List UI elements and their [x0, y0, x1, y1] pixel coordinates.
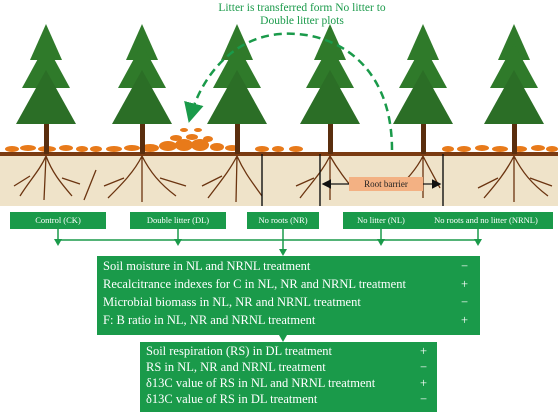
- effect-text: Soil moisture in NL and NRNL treatment: [103, 259, 311, 273]
- effect-sign: −: [461, 295, 469, 309]
- effects-box-respiration: Soil respiration (RS) in DL treatment + …: [140, 342, 437, 412]
- tree: [112, 24, 172, 154]
- note-line-1: Litter is transferred form No litter to: [218, 2, 386, 14]
- effect-text: δ13C value of RS in DL treatment: [146, 392, 318, 406]
- effect-text: Microbial biomass in NL, NR and NRNL tre…: [103, 295, 361, 309]
- litter-transfer-note: Litter is transferred form No litter to …: [192, 2, 412, 28]
- note-line-2: Double litter plots: [260, 15, 344, 27]
- effect-sign: −: [420, 392, 428, 406]
- effect-sign: +: [461, 313, 469, 327]
- effect-text: RS in NL, NR and NRNL treatment: [146, 360, 326, 374]
- tree: [16, 24, 76, 154]
- tree: [300, 24, 360, 154]
- treatment-label-nrnl: No roots and no litter (NRNL): [419, 212, 553, 229]
- effect-text: δ13C value of RS in NL and NRNL treatmen…: [146, 376, 376, 390]
- effect-sign: +: [420, 376, 428, 390]
- connector-arrowheads: [54, 239, 482, 342]
- litter-layer: [5, 128, 558, 152]
- effect-text: Recalcitrance indexes for C in NL, NR an…: [103, 277, 406, 291]
- effects-box-soil: Soil moisture in NL and NRNL treatment −…: [97, 256, 480, 335]
- effect-sign: −: [461, 259, 469, 273]
- litter-transfer-arrow: [184, 32, 394, 151]
- soil-surface: [0, 152, 558, 156]
- treatment-label-nr: No roots (NR): [247, 212, 319, 229]
- effect-text: F: B ratio in NL, NR and NRNL treatment: [103, 313, 316, 327]
- treatment-label-ck: Control (CK): [10, 212, 106, 229]
- tree: [207, 24, 267, 154]
- root-barrier-label: Root barrier: [349, 177, 423, 191]
- treatment-label-nl: No litter (NL): [343, 212, 419, 229]
- effect-sign: +: [420, 344, 428, 358]
- effect-sign: +: [461, 277, 469, 291]
- effect-sign: −: [420, 360, 428, 374]
- tree: [484, 24, 544, 154]
- treatment-label-dl: Double litter (DL): [130, 212, 226, 229]
- soil-block: [0, 152, 558, 206]
- root-barrier-lines: [261, 154, 444, 206]
- roots: [13, 155, 553, 203]
- effect-text: Soil respiration (RS) in DL treatment: [146, 344, 332, 358]
- tree: [393, 24, 453, 154]
